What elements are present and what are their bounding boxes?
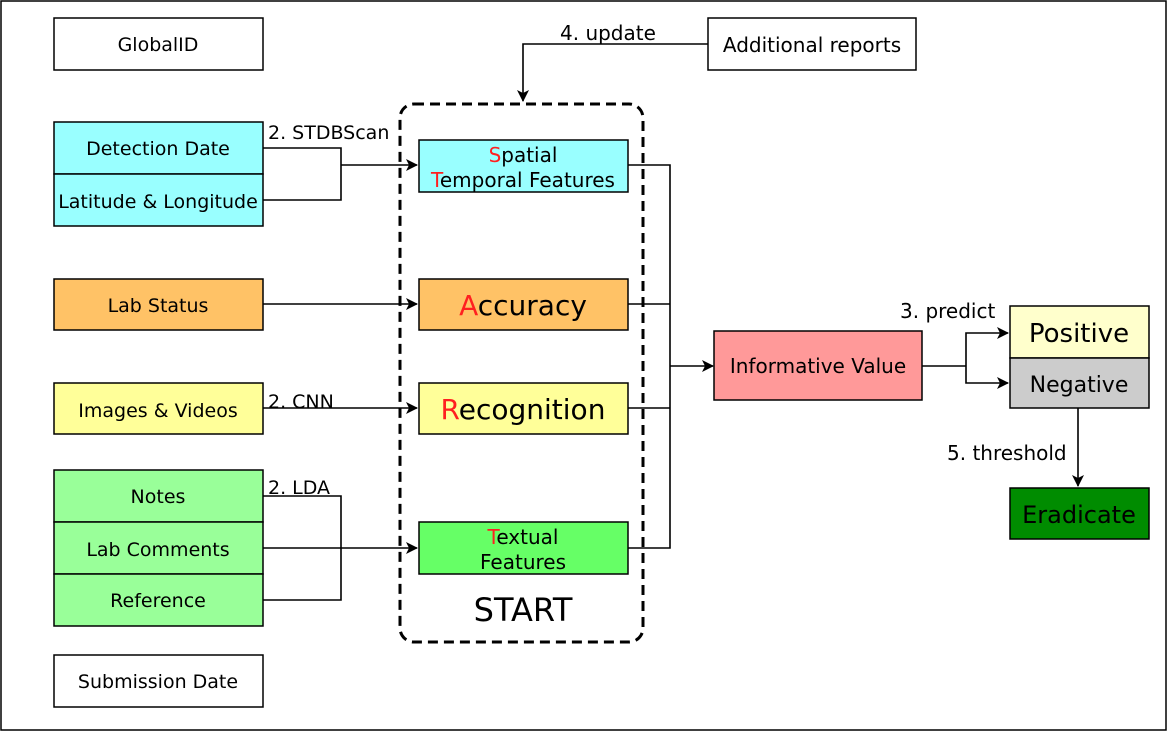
input-lab-comments: Lab Comments — [53, 521, 264, 575]
start-group-label: START — [474, 591, 573, 629]
additional-reports-box: Additional reports — [707, 17, 917, 71]
accuracy-initial: A — [459, 289, 478, 322]
input-notes: Notes — [53, 469, 264, 523]
accuracy-label: Accuracy — [459, 289, 587, 322]
negative-box: Negative — [1009, 357, 1150, 409]
feature-textual: Textual Features — [418, 521, 629, 575]
lat-long-label: Latitude & Longitude — [58, 191, 258, 213]
textual-line2: Features — [480, 550, 566, 574]
eradicate-box: Eradicate — [1009, 487, 1150, 540]
temporal-label: Temporal Features — [430, 168, 615, 192]
recognition-initial: R — [441, 393, 460, 426]
spatial-rest: patial — [501, 143, 557, 167]
reference-label: Reference — [110, 590, 206, 612]
positive-label: Positive — [1029, 319, 1129, 349]
input-submission-date: Submission Date — [53, 654, 264, 708]
input-global-id: GlobalID — [53, 17, 264, 71]
edge-label-predict: 3. predict — [900, 299, 995, 323]
eradicate-label: Eradicate — [1022, 501, 1136, 529]
temporal-rest: emporal Features — [440, 168, 615, 192]
edge-label-cnn: 2. CNN — [268, 391, 334, 413]
global-id-label: GlobalID — [118, 34, 199, 56]
spatial-initial: S — [489, 143, 502, 167]
edge-label-update: 4. update — [560, 21, 656, 45]
feature-spatial-temporal: Spatial Temporal Features — [418, 139, 629, 193]
feature-recognition: Recognition — [418, 382, 629, 435]
additional-reports-label: Additional reports — [723, 33, 901, 57]
images-videos-label: Images & Videos — [78, 400, 237, 422]
textual-rest: extual — [496, 525, 558, 549]
textual-label: Textual — [487, 525, 559, 549]
notes-label: Notes — [131, 486, 186, 508]
input-lat-long: Latitude & Longitude — [53, 173, 264, 227]
edge-detection-to-spatial — [263, 147, 342, 201]
submission-date-label: Submission Date — [78, 671, 238, 693]
input-reference: Reference — [53, 573, 264, 627]
edge-label-stdbscan: 2. STDBScan — [268, 122, 389, 144]
recognition-label: Recognition — [441, 393, 606, 426]
edge-features-bus — [628, 164, 671, 549]
lab-comments-label: Lab Comments — [86, 539, 229, 561]
input-images-videos: Images & Videos — [53, 382, 264, 435]
edge-to-positive — [965, 327, 1009, 366]
detection-date-label: Detection Date — [86, 138, 230, 160]
spatial-label: Spatial — [489, 143, 558, 167]
recognition-rest: ecognition — [459, 393, 606, 426]
input-lab-status: Lab Status — [53, 278, 264, 331]
input-detection-date: Detection Date — [53, 121, 264, 175]
accuracy-rest: ccuracy — [478, 289, 587, 322]
informative-value-label: Informative Value — [730, 354, 906, 378]
edge-label-threshold: 5. threshold — [947, 441, 1067, 465]
connectors — [263, 43, 1084, 601]
informative-value-box: Informative Value — [713, 330, 923, 401]
negative-label: Negative — [1030, 373, 1129, 398]
edge-to-negative — [965, 366, 1009, 389]
positive-box: Positive — [1009, 305, 1150, 359]
edge-update — [517, 43, 708, 102]
edge-label-lda: 2. LDA — [268, 477, 330, 499]
feature-accuracy: Accuracy — [418, 278, 629, 331]
lab-status-label: Lab Status — [108, 295, 209, 317]
